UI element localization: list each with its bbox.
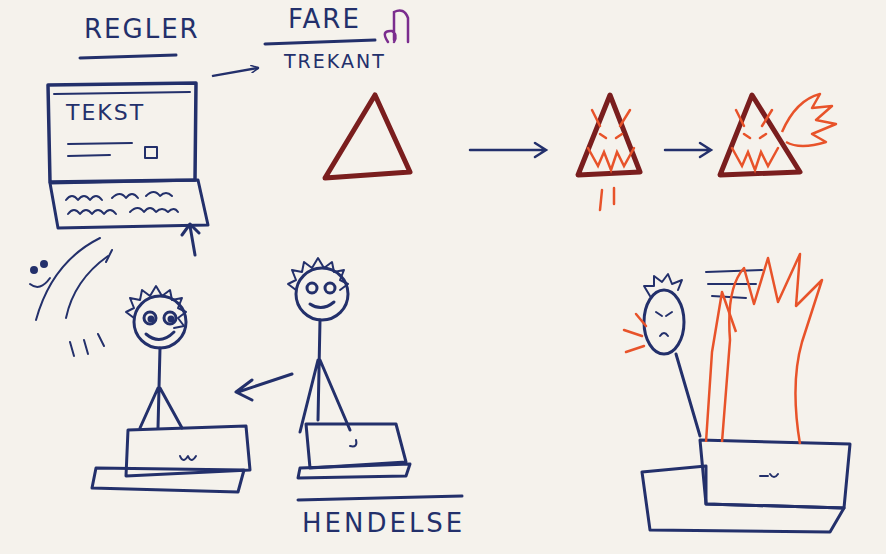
screen-button (145, 147, 157, 158)
spiky-hair (644, 274, 682, 296)
arrow-right (470, 143, 546, 157)
music-note (385, 10, 408, 42)
illustration-strokes (30, 180, 850, 532)
person-pupil (169, 317, 173, 321)
shocked-face (656, 312, 672, 336)
heading-underline (80, 55, 176, 58)
person-eye (164, 312, 176, 324)
sound-wave (66, 256, 108, 318)
arrow-left (236, 374, 292, 400)
screen-bar (54, 92, 190, 94)
person-body (140, 348, 182, 428)
person-mouth (146, 332, 174, 340)
person-eye (307, 283, 317, 293)
closed-laptop-base (298, 464, 410, 478)
reaching-hand (722, 254, 822, 444)
screen-outline (48, 83, 196, 182)
sound-dashes (70, 250, 112, 356)
event-label: HENDELSE (302, 510, 465, 536)
devil-face (588, 110, 634, 210)
person-eye (325, 283, 335, 293)
arrow-up (182, 224, 199, 255)
smiley-eye (42, 262, 47, 267)
arrow-right (665, 143, 711, 157)
text-lines (68, 143, 132, 156)
person-eye (144, 312, 156, 324)
person-mouth (310, 302, 334, 308)
danger-triangle: FARE TREKANT (262, 0, 422, 182)
triangle-outline (325, 95, 410, 178)
closed-laptop (306, 424, 406, 468)
laptop-mark (760, 474, 778, 477)
person-body (300, 320, 350, 432)
outline-strokes (48, 55, 196, 182)
devil-wings (782, 94, 836, 146)
person-body (676, 354, 700, 436)
smiley-eye (32, 268, 37, 273)
heading-underline (265, 40, 375, 44)
outline-strokes (265, 40, 410, 178)
person-head (134, 296, 186, 348)
flow-arrow (213, 68, 258, 76)
laptop-base (50, 180, 208, 228)
event-underline (298, 496, 462, 500)
keyboard-scribble (66, 192, 178, 214)
laptop-lid (700, 440, 850, 508)
laptop-logo (180, 456, 196, 460)
devil-triangle (720, 95, 800, 175)
node-subheading: TREKANT (284, 52, 386, 71)
laptop-base (642, 466, 844, 532)
smiley-mouth (30, 278, 50, 287)
node-heading: REGLER (84, 16, 200, 42)
node-heading: FARE (288, 6, 361, 32)
alarm-marks (624, 314, 646, 352)
screen-text: TEKST (66, 102, 145, 124)
person-head (644, 290, 684, 354)
person-head (296, 268, 348, 320)
rules-laptop-screen: REGLER TEKST (40, 8, 210, 190)
laptop-base (92, 468, 244, 492)
person-pupil (149, 317, 153, 321)
laptop-logo (350, 440, 356, 446)
devil-face (732, 110, 778, 170)
reaching-hand (706, 292, 736, 442)
